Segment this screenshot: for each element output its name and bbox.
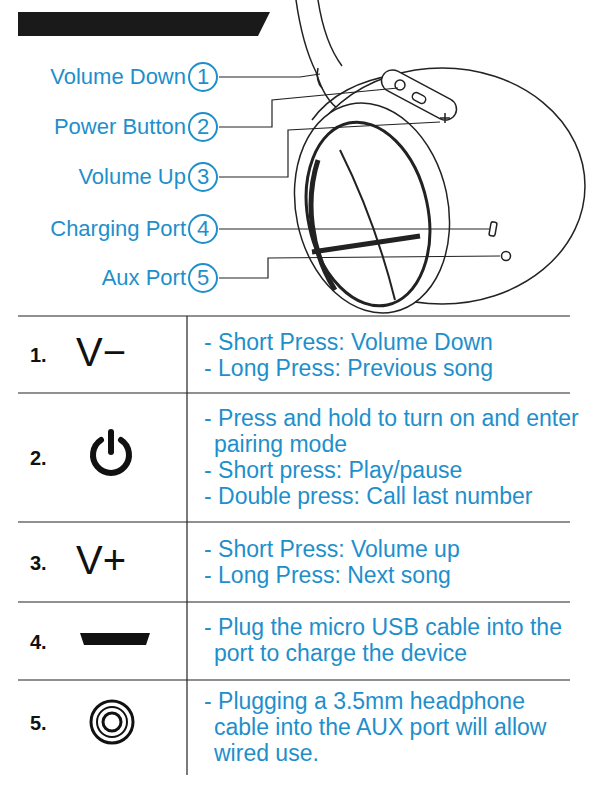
description: - Long Press: Next song — [204, 562, 584, 588]
row-number: 4. — [30, 629, 70, 655]
row-number: 5. — [30, 710, 70, 736]
callout-number: 4 — [197, 218, 209, 240]
headphone-drawing — [276, 0, 585, 327]
callout-number: 5 — [197, 267, 209, 289]
callout-number: 1 — [197, 66, 209, 88]
callout-circle: 3 — [188, 162, 218, 192]
callout-number: 2 — [197, 116, 209, 138]
callout-label: Aux Port — [6, 265, 186, 291]
button-icon: V− — [76, 328, 176, 376]
row-number: 2. — [30, 445, 70, 471]
header-bar — [18, 12, 270, 36]
usb-icon — [80, 633, 150, 645]
callout-circle: 5 — [188, 263, 218, 293]
callout-label: Volume Up — [6, 164, 186, 190]
description: - Short Press: Volume Down — [204, 329, 584, 355]
description: - Double press: Call last number — [204, 483, 584, 509]
description: - Short Press: Volume up — [204, 536, 584, 562]
description: - Press and hold to turn on and enter pa… — [204, 405, 584, 457]
aux-icon — [91, 701, 133, 743]
description: - Long Press: Previous song — [204, 355, 584, 381]
description: - Plugging a 3.5mm headphone cable into … — [204, 688, 584, 766]
row-number: 1. — [30, 342, 70, 368]
leader-lines — [219, 74, 500, 278]
description: - Plug the micro USB cable into the port… — [204, 614, 584, 666]
button-icon: V+ — [76, 536, 176, 584]
callout-label: Volume Down — [6, 64, 186, 90]
callout-circle: 4 — [188, 214, 218, 244]
callout-number: 3 — [197, 166, 209, 188]
callout-label: Power Button — [6, 114, 186, 140]
callout-circle: 1 — [188, 62, 218, 92]
power-icon — [93, 432, 129, 473]
description: - Short press: Play/pause — [204, 457, 584, 483]
callout-label: Charging Port — [6, 216, 186, 242]
row-number: 3. — [30, 550, 70, 576]
callout-circle: 2 — [188, 112, 218, 142]
